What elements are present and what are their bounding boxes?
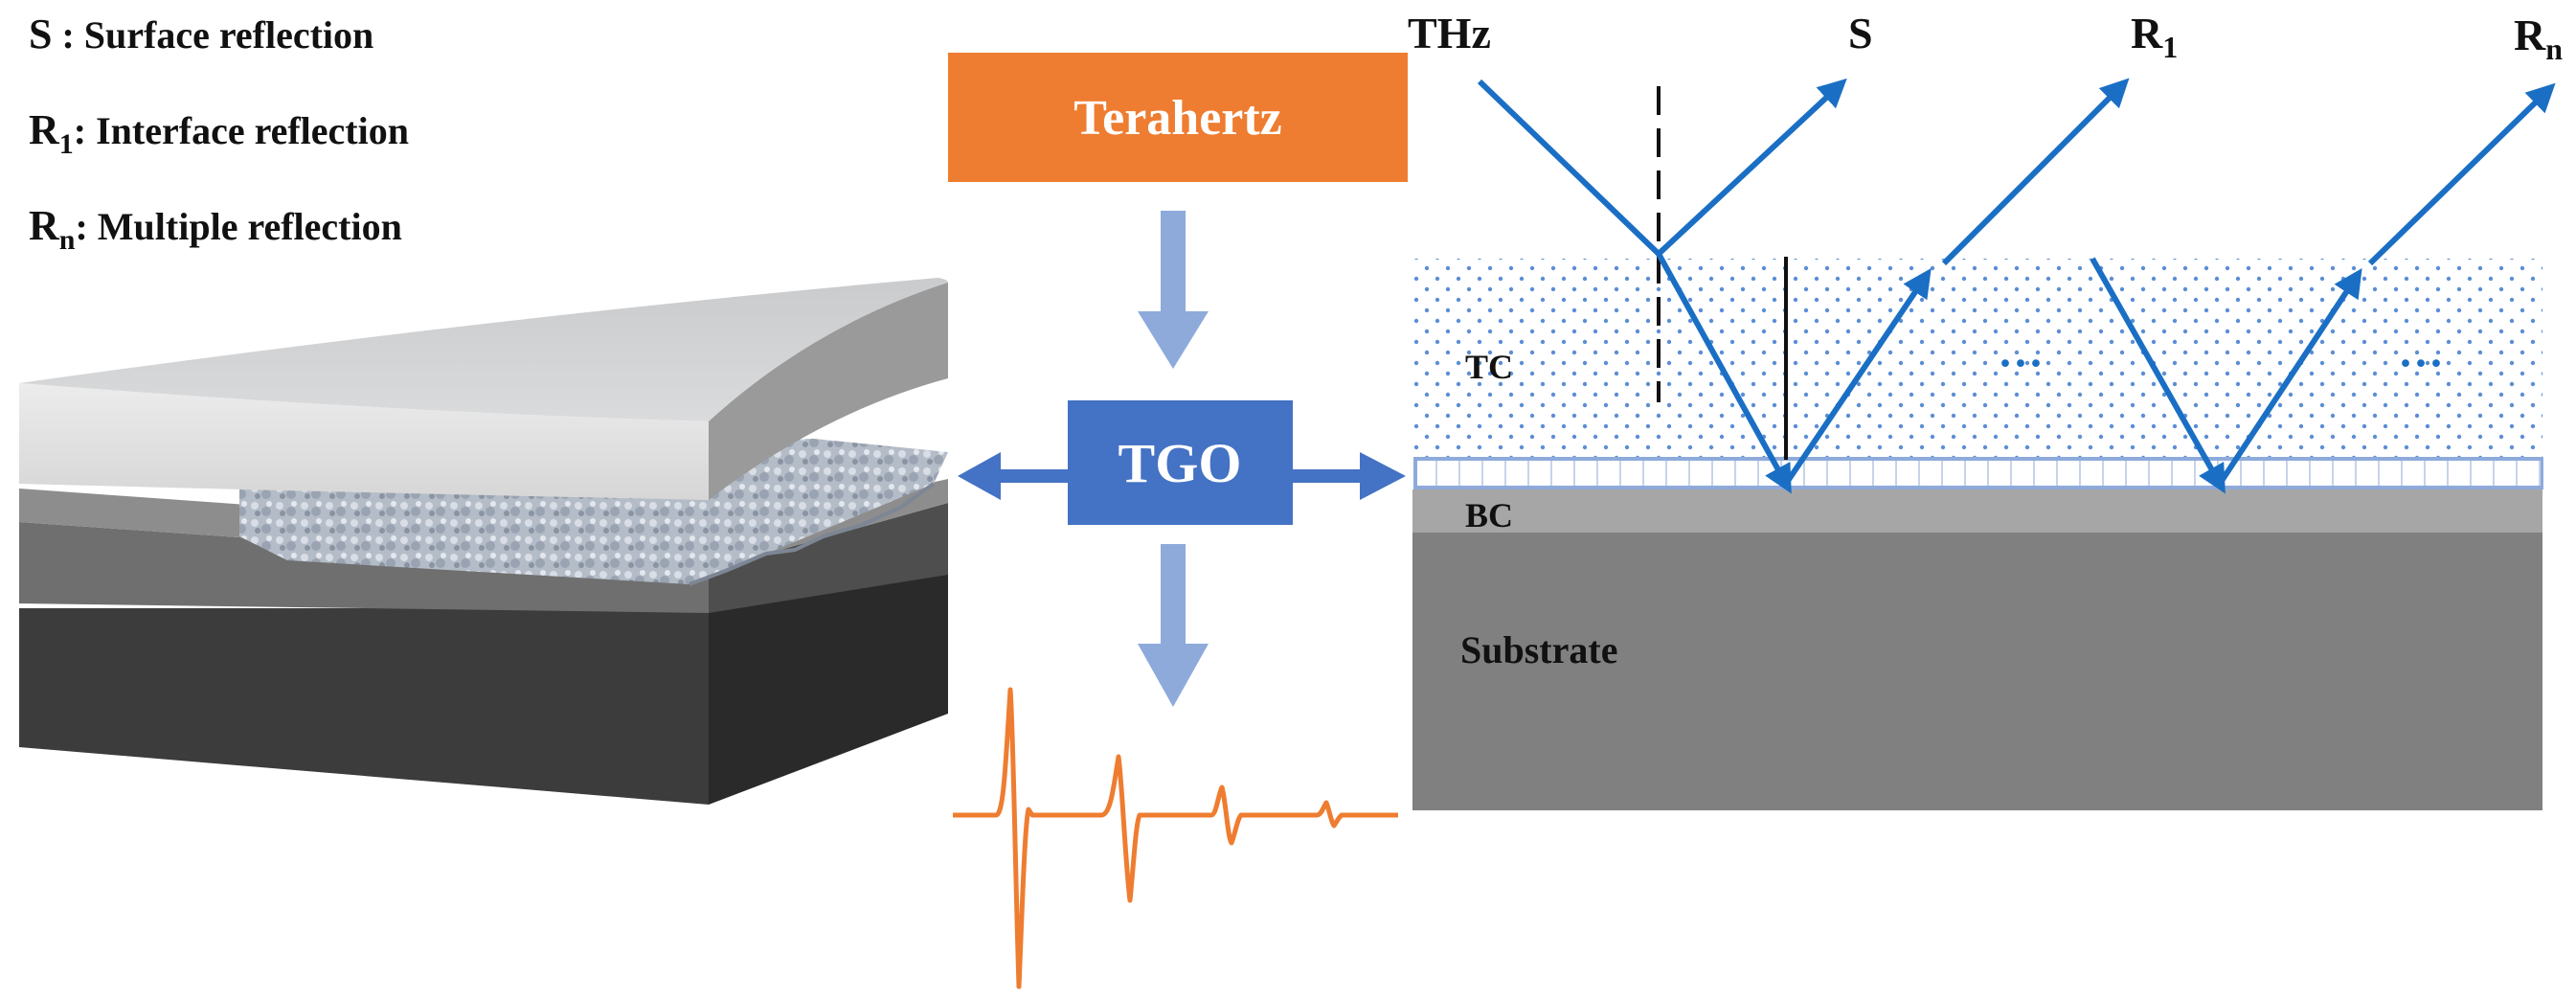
- tgo-label: TGO: [1119, 432, 1242, 494]
- legend: S : Surface reflection R1: Interface ref…: [29, 11, 409, 256]
- r1-label: R1: [2131, 9, 2178, 64]
- down-arrow-1: [1138, 211, 1209, 369]
- left-arrow: [958, 452, 1068, 500]
- tgo-box: [1068, 400, 1293, 525]
- incident-ray: [1477, 79, 1661, 257]
- ellipsis-1: ···: [1998, 338, 2044, 389]
- thz-signal-waveform: [953, 687, 1398, 989]
- s-label: S: [1848, 9, 1873, 57]
- r1-reflection-ray: [1941, 78, 2130, 266]
- interface-ray-up: [1783, 268, 1932, 486]
- bc-label: BC: [1465, 496, 1513, 534]
- legend-rn: Rn: Multiple reflection: [29, 202, 402, 256]
- tc-top-surface: [19, 278, 948, 421]
- tc-side-face: [709, 283, 948, 500]
- ellipsis-2: ···: [2398, 338, 2444, 389]
- multiple-ray-up: [2217, 267, 2362, 486]
- cross-section: TC BC Substrate ··· ··· THz S R1 Rn: [1408, 9, 2563, 810]
- tc-label: TC: [1465, 348, 1513, 386]
- right-arrow: [1293, 452, 1406, 500]
- thz-label: THz: [1408, 9, 1491, 57]
- tgo-layer: [1413, 457, 2543, 489]
- terahertz-box: [948, 53, 1408, 182]
- legend-r1: R1: Interface reflection: [29, 106, 409, 160]
- substrate-side: [709, 570, 948, 805]
- legend-s: S : Surface reflection: [29, 11, 373, 57]
- tgo-rough-edge: [689, 482, 936, 586]
- rn-reflection-ray: [2367, 82, 2556, 266]
- down-arrow-2: [1138, 544, 1209, 707]
- tbc-3d-block: [19, 278, 948, 805]
- substrate-front: [19, 608, 709, 805]
- surface-reflection-ray: [1656, 78, 1847, 257]
- center-flow: Terahertz TGO: [948, 53, 1408, 989]
- tc-front-face: [19, 383, 709, 500]
- rn-label: Rn: [2514, 11, 2563, 66]
- bc-layer: [1412, 489, 2542, 533]
- terahertz-label: Terahertz: [1073, 91, 1282, 146]
- bc-front: [19, 522, 709, 613]
- tc-layer: [1412, 259, 2542, 460]
- substrate-layer: [1412, 533, 2542, 810]
- tgo-layer-grid: [1435, 461, 2541, 486]
- bc-side: [709, 503, 948, 613]
- refracted-ray-1: [1656, 252, 1792, 494]
- refracted-ray-n: [2090, 257, 2226, 494]
- substrate-label: Substrate: [1460, 628, 1617, 671]
